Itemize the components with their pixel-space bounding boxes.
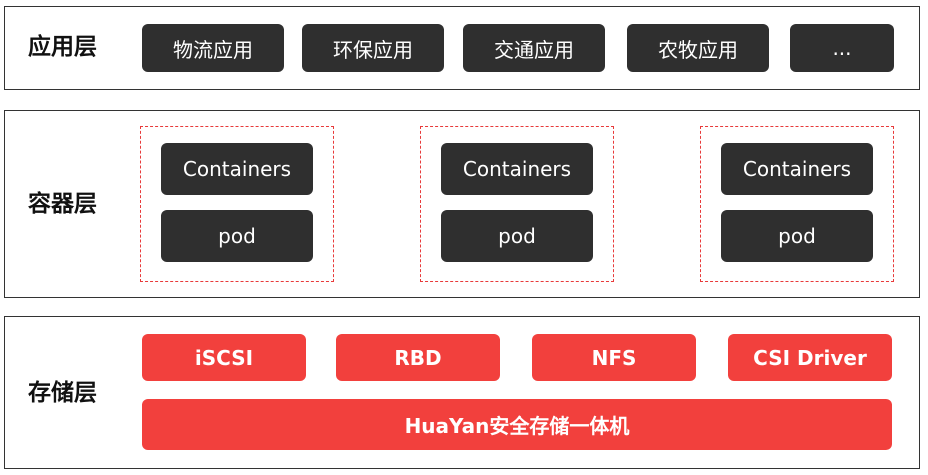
containers-box: Containers xyxy=(721,143,873,195)
pod-box: pod xyxy=(441,210,593,262)
logistics-app-box: 物流应用 xyxy=(142,24,284,72)
container-group-3: Containers pod xyxy=(700,126,894,282)
transport-app-box: 交通应用 xyxy=(463,24,605,72)
container-group-1: Containers pod xyxy=(140,126,334,282)
more-apps-box: ... xyxy=(790,24,894,72)
agriculture-app-box: 农牧应用 xyxy=(627,24,769,72)
environmental-app-box: 环保应用 xyxy=(302,24,444,72)
containers-box: Containers xyxy=(441,143,593,195)
containers-box: Containers xyxy=(161,143,313,195)
container-layer-label: 容器层 xyxy=(28,191,97,217)
storage-layer-label: 存储层 xyxy=(28,380,97,406)
iscsi-box: iSCSI xyxy=(142,334,306,381)
application-layer: 应用层 物流应用 环保应用 交通应用 农牧应用 ... xyxy=(4,6,920,90)
container-group-2: Containers pod xyxy=(420,126,614,282)
pod-box: pod xyxy=(161,210,313,262)
nfs-box: NFS xyxy=(532,334,696,381)
unified-storage-appliance-box: HuaYan安全存储一体机 xyxy=(142,399,892,450)
csi-driver-box: CSI Driver xyxy=(728,334,892,381)
container-layer: 容器层 Containers pod Containers pod Contai… xyxy=(4,110,920,298)
storage-layer: 存储层 iSCSI RBD NFS CSI Driver HuaYan安全存储一… xyxy=(4,316,920,469)
application-layer-label: 应用层 xyxy=(28,34,97,60)
rbd-box: RBD xyxy=(336,334,500,381)
pod-box: pod xyxy=(721,210,873,262)
